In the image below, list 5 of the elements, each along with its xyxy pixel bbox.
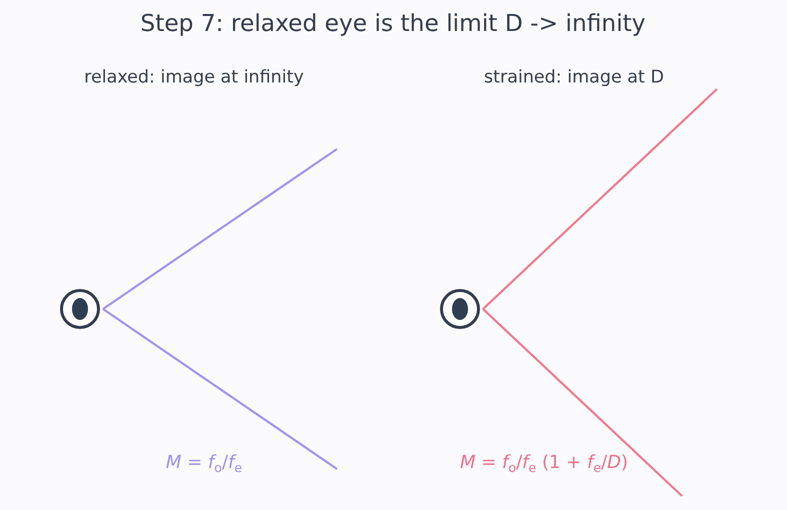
magnification-formula: M = f$_{o}$/f$_{e}$ <box>166 452 242 474</box>
title: Step 7: relaxed eye is the limit D -> infinity <box>140 10 646 38</box>
magnification-formula: M = f$_{o}$/f$_{e}$ (1 + f$_{e}$/D) <box>460 452 628 474</box>
subtitle: strained: image at D <box>484 68 664 88</box>
subtitle: relaxed: image at infinity <box>84 68 304 88</box>
